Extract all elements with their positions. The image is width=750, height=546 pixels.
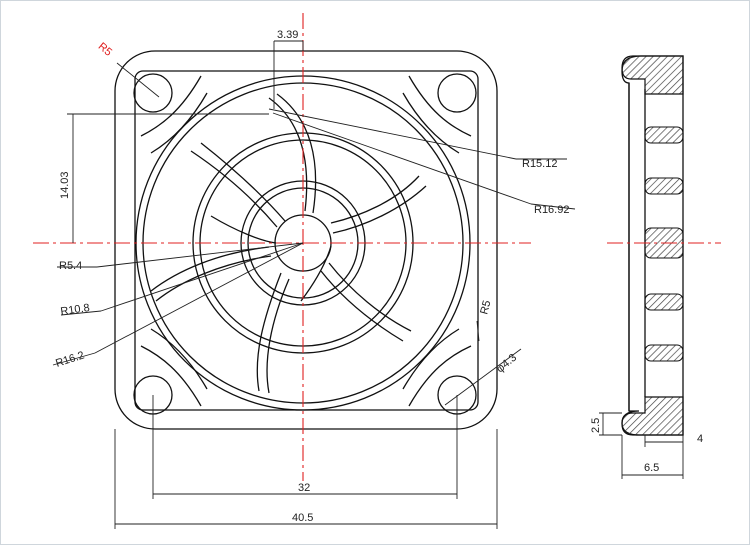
dim-hole-spacing: 32 [298,482,310,494]
dim-height-ref: 14.03 [59,171,71,199]
dim-overall-width: 40.5 [292,512,313,524]
front-view: 3.39 R5 14.03 R15.12 R16.92 R5.4 R10.8 R… [33,13,576,529]
dim-overall-depth: 6.5 [644,462,659,474]
dim-top-offset: 3.39 [277,29,298,41]
side-top-lip [621,55,684,95]
side-rib-4 [644,293,684,311]
mount-hole-tr [437,73,477,113]
dim-r-16-9: R16.92 [534,204,569,216]
dim-hole-diameter: φ4.3 [494,352,519,376]
dim-r-10-8: R10.8 [60,302,91,318]
grille-spokes [150,93,427,394]
dim-r-5: R5 [478,299,493,316]
dim-lip-height: 2.5 [590,418,602,433]
outer-frame [114,50,498,430]
dim-thickness: 4 [697,433,703,445]
dim-r-5-4: R5.4 [59,260,82,272]
corner-web-br [402,328,472,407]
side-view: 2.5 4 6.5 [590,55,721,479]
corner-web-bl [140,328,208,407]
dim-r-16-2: R16.2 [54,349,86,369]
side-rib-5 [644,344,684,362]
side-rib-1 [644,126,684,144]
side-rib-2 [644,177,684,195]
dim-r-15: R15.12 [522,158,557,170]
side-bottom-lip [621,396,684,436]
dim-corner-radius-red: R5 [96,40,114,58]
mount-hole-tl [133,73,173,113]
corner-web-tr [402,75,472,154]
